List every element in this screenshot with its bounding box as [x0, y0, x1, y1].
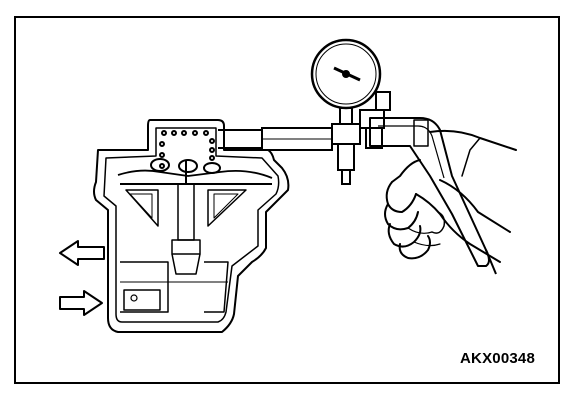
right-arrow	[59, 290, 103, 316]
vacuum-hose	[218, 127, 333, 151]
hand	[384, 129, 517, 263]
valve-housing	[93, 119, 290, 333]
left-arrow	[59, 240, 105, 266]
vacuum-gauge	[310, 38, 391, 185]
figure-code-label: AKX00348	[460, 350, 535, 367]
figure-border	[14, 16, 560, 384]
